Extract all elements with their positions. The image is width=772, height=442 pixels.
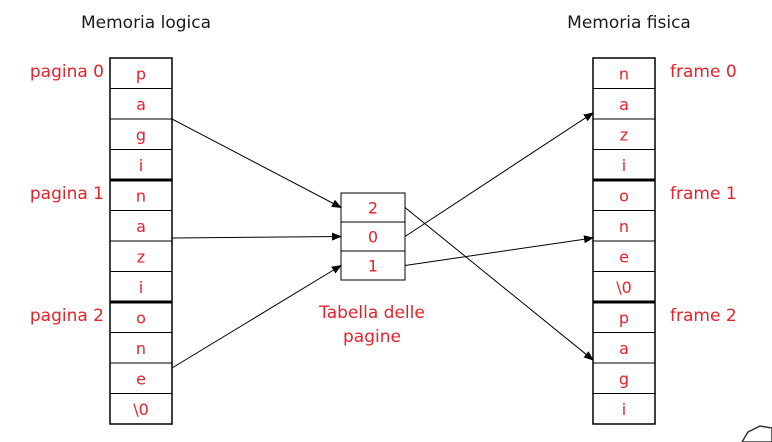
frame-label: frame 1	[670, 184, 737, 204]
physical-cell-value: a	[619, 95, 629, 114]
logical-cell-value: z	[137, 247, 145, 266]
logical-cell	[109, 332, 173, 364]
physical-cell-value: n	[619, 64, 629, 83]
logical-column-border	[109, 57, 173, 425]
physical-cell-value: o	[619, 186, 629, 205]
physical-cell	[592, 362, 656, 394]
logical-cell-value: n	[136, 186, 146, 205]
page-table-caption-line2: pagine	[343, 327, 401, 347]
page-table: 2 0 1	[340, 192, 406, 281]
logical-cell-value: i	[139, 278, 143, 297]
physical-cell	[592, 118, 656, 150]
physical-memory-title: Memoria fisica	[567, 13, 691, 33]
table-to-frame-arrow	[404, 112, 594, 237]
page-table-entry-value: 1	[368, 257, 378, 276]
logical-cell-value: i	[139, 156, 143, 175]
corner-decoration	[741, 425, 772, 442]
page-table-entry-value: 0	[368, 228, 378, 247]
physical-cell-value: z	[620, 125, 628, 144]
physical-cell-value: \0	[616, 278, 632, 297]
logical-cell-value: n	[136, 339, 146, 358]
physical-cell	[592, 149, 656, 181]
physical-cell-value: n	[619, 217, 629, 236]
page-table-entry	[340, 250, 406, 281]
logical-to-table-arrow	[171, 232, 342, 241]
logical-page-labels: pagina 0 pagina 1 pagina 2	[30, 62, 104, 326]
table-to-frame-arrow	[404, 235, 594, 266]
page-table-caption-line1: Tabella delle	[318, 303, 425, 323]
mapping-arrows	[171, 112, 594, 369]
physical-cell-value: g	[619, 369, 629, 388]
logical-cell-value: e	[136, 369, 146, 388]
physical-cell-value: i	[622, 400, 626, 419]
physical-cell	[592, 240, 656, 272]
page-label: pagina 1	[30, 184, 104, 204]
physical-cell-value: p	[619, 308, 629, 327]
logical-cell-value: a	[136, 95, 146, 114]
logical-memory-title: Memoria logica	[81, 13, 211, 33]
logical-to-table-arrow	[171, 118, 342, 208]
physical-cell-value: i	[622, 156, 626, 175]
logical-cell-value: p	[136, 64, 146, 83]
logical-cell-value: \0	[133, 400, 149, 419]
frame-label: frame 0	[670, 62, 737, 82]
logical-cell	[109, 88, 173, 120]
physical-cell-value: a	[619, 339, 629, 358]
logical-cell	[109, 393, 173, 425]
logical-to-table-arrow	[171, 264, 342, 369]
table-to-frame-arrow	[404, 207, 594, 361]
logical-cell-value: a	[136, 217, 146, 236]
page-table-entry-value: 2	[368, 199, 378, 218]
frame-label: frame 2	[670, 306, 737, 326]
page-label: pagina 0	[30, 62, 104, 82]
physical-cell-value: e	[619, 247, 629, 266]
physical-frame-labels: frame 0 frame 1 frame 2	[670, 62, 737, 326]
physical-cell	[592, 301, 656, 333]
logical-cell-value: g	[136, 125, 146, 144]
logical-cell-value: o	[136, 308, 146, 327]
page-label: pagina 2	[30, 306, 104, 326]
